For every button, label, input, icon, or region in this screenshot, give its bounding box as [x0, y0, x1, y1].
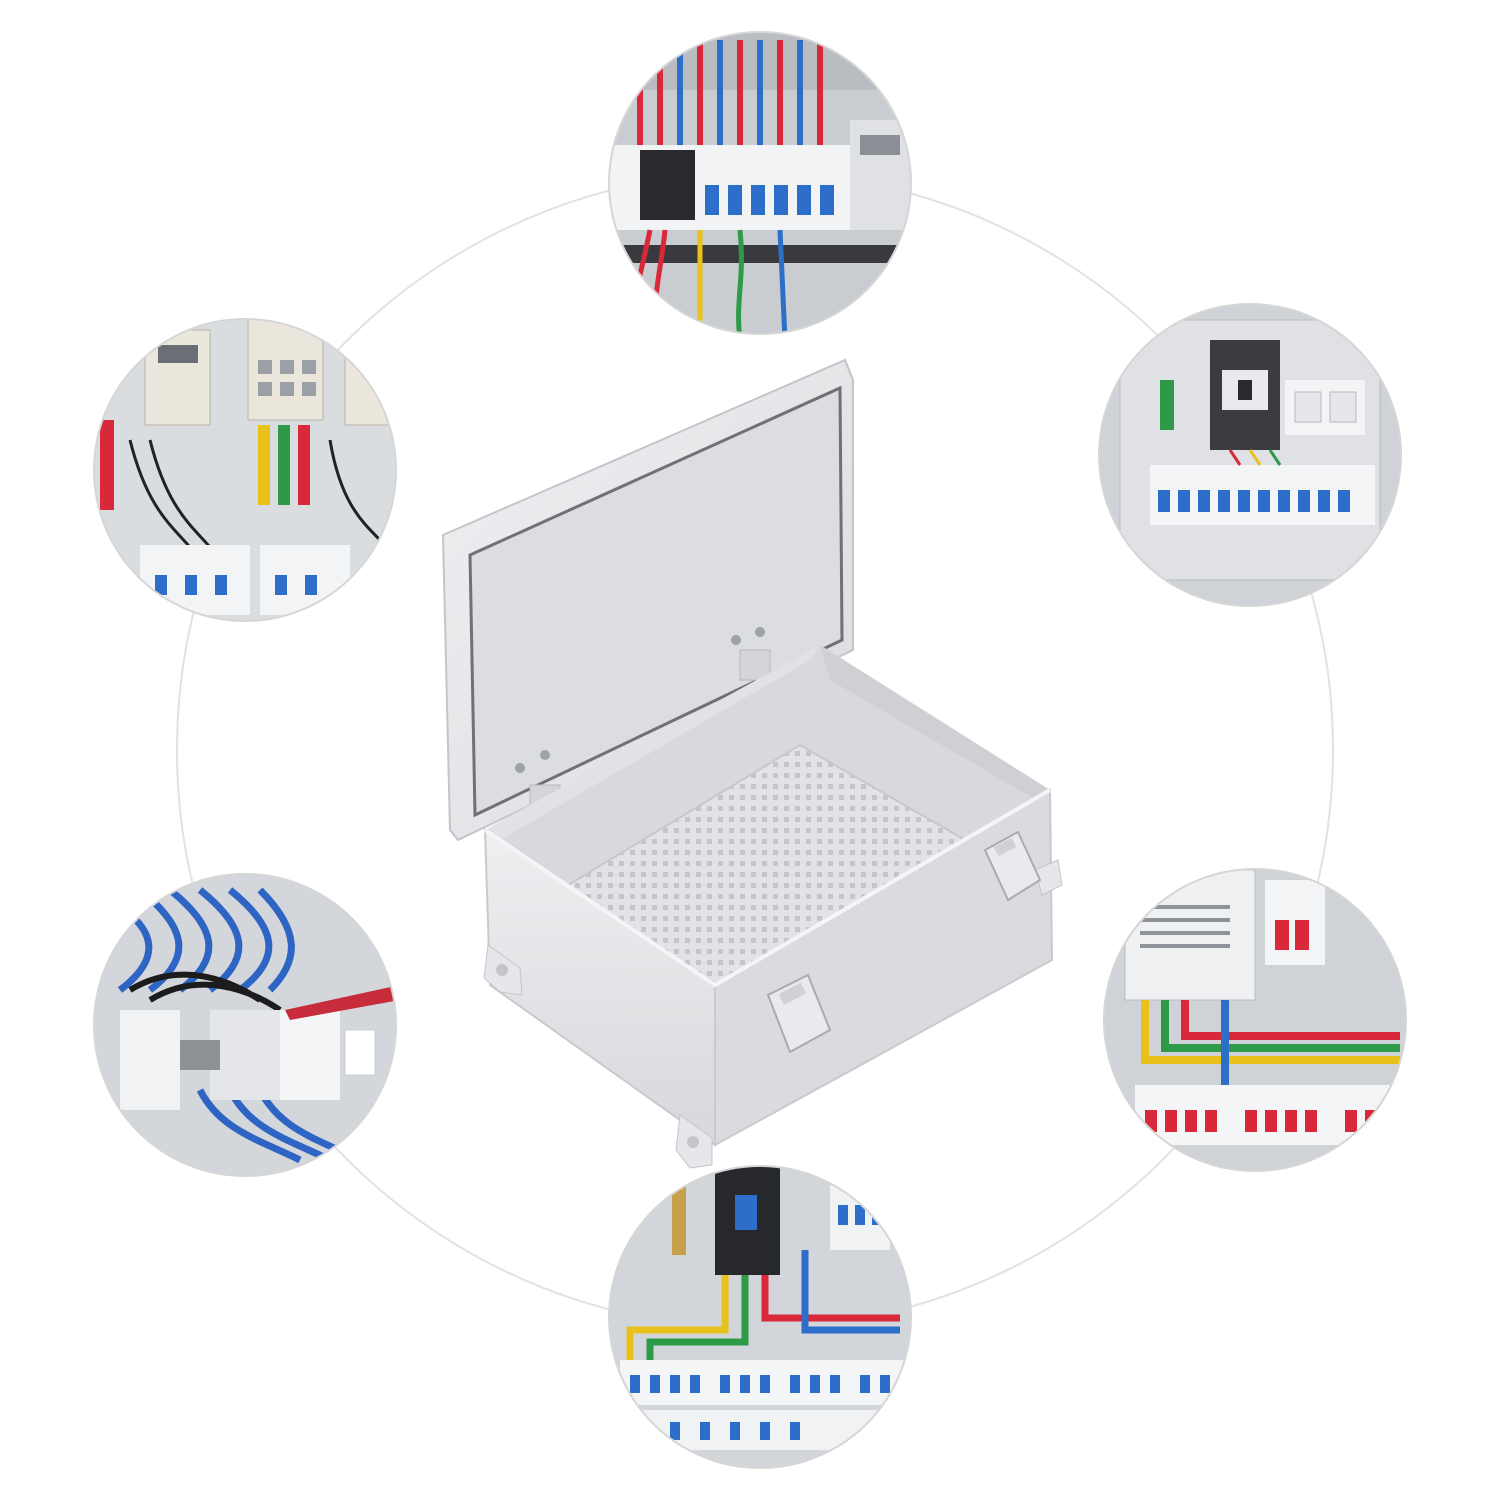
photo-panel-lower-left	[93, 873, 397, 1177]
open-junction-box	[441, 358, 1063, 1169]
box-lid	[441, 358, 854, 842]
latch-front[interactable]	[766, 973, 832, 1054]
latch-side[interactable]	[983, 830, 1042, 902]
mounting-foot	[1034, 859, 1063, 896]
photo-panel-bottom	[608, 1165, 912, 1469]
photo-panel-upper-right	[1098, 303, 1402, 607]
hinge-right	[739, 649, 771, 681]
photo-panel-lower-right	[1103, 868, 1407, 1172]
photo-panel-top	[608, 31, 912, 335]
photo-panel-upper-left	[93, 318, 397, 622]
